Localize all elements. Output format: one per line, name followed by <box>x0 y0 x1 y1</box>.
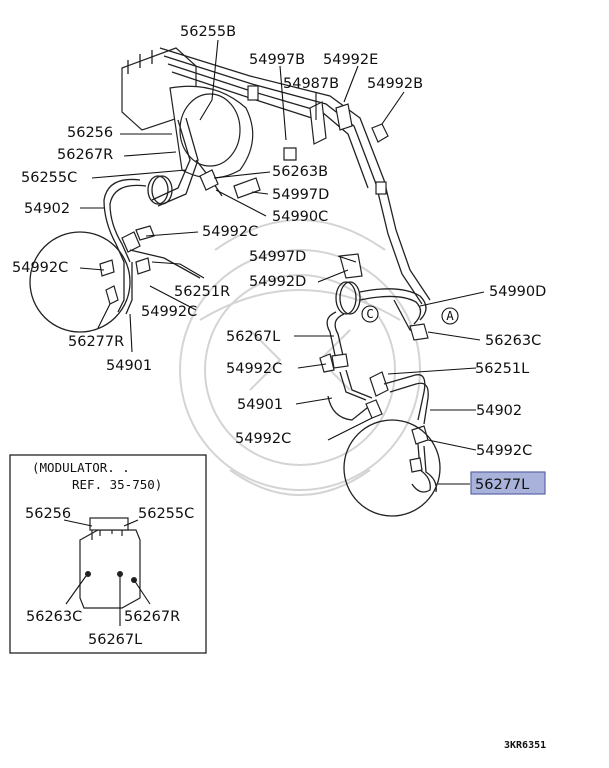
top-brake-pipe-2 <box>163 55 423 305</box>
callout-54992c-d: 54992C <box>235 431 291 447</box>
inset-callout-56256: 56256 <box>25 506 71 522</box>
callout-56256: 56256 <box>67 125 113 141</box>
marker-c: C <box>361 305 379 323</box>
inset-callout-56267r: 56267R <box>124 609 180 625</box>
highlighted-part-56277l[interactable]: 56277L <box>470 471 546 495</box>
callout-54901-left: 54901 <box>106 358 152 374</box>
inset-callout-56267l: 56267L <box>88 632 142 648</box>
callout-54992c-e: 54992C <box>476 443 532 459</box>
callout-54992c-left: 54992C <box>12 260 68 276</box>
modulator-inset: (MODULATOR. . REF. 35-750) 56256 56255C … <box>9 454 207 654</box>
callout-56255c: 56255C <box>21 170 77 186</box>
callout-54997d-mid: 54997D <box>249 249 306 265</box>
callout-54901-right: 54901 <box>237 397 283 413</box>
callout-54992d: 54992D <box>249 274 306 290</box>
inset-callout-56255c: 56255C <box>138 506 194 522</box>
left-wheel-outline <box>29 231 131 333</box>
callout-56267l: 56267L <box>226 329 280 345</box>
right-wheel-outline <box>343 419 441 517</box>
marker-c-label: C <box>366 306 374 321</box>
callout-56277l: 56277L <box>475 477 529 493</box>
callout-54987b: 54987B <box>283 76 339 92</box>
callout-54990c: 54990C <box>272 209 328 225</box>
diagram-code: 3KR6351 <box>504 740 546 751</box>
callout-54902-right: 54902 <box>476 403 522 419</box>
callout-54992c-a: 54992C <box>202 224 258 240</box>
highlight-box <box>470 471 546 495</box>
leader-lines <box>79 39 485 485</box>
inset-title-line1: (MODULATOR. . <box>32 460 130 475</box>
hydraulic-unit <box>121 47 254 179</box>
top-brake-pipe-1 <box>159 47 431 301</box>
callout-54990d: 54990D <box>489 284 546 300</box>
callout-54992c-b: 54992C <box>141 304 197 320</box>
callout-54992b: 54992B <box>367 76 423 92</box>
inset-title-line2: REF. 35-750) <box>72 477 162 492</box>
brake-pipe-assembly <box>29 47 441 517</box>
callout-56263c: 56263C <box>485 333 541 349</box>
marker-a-label: A <box>446 308 454 323</box>
callout-56277r: 56277R <box>68 334 124 350</box>
callout-54997b: 54997B <box>249 52 305 68</box>
callout-54992c-c: 54992C <box>226 361 282 377</box>
marker-a: A <box>441 307 459 325</box>
callout-54992e: 54992E <box>323 52 378 68</box>
callout-labels: 56255B 54997B 54992E 54987B 54992B 56256… <box>12 24 546 459</box>
callout-56267r: 56267R <box>57 147 113 163</box>
callout-56263b: 56263B <box>272 164 328 180</box>
callout-54997d-top: 54997D <box>272 187 329 203</box>
inset-callout-56263c: 56263C <box>26 609 82 625</box>
watermark-emblem <box>179 219 421 496</box>
callout-56251r: 56251R <box>174 284 230 300</box>
callout-56251l: 56251L <box>475 361 529 377</box>
callout-56255b: 56255B <box>180 24 236 40</box>
modulator-unit <box>79 517 141 609</box>
callout-54902-left: 54902 <box>24 201 70 217</box>
